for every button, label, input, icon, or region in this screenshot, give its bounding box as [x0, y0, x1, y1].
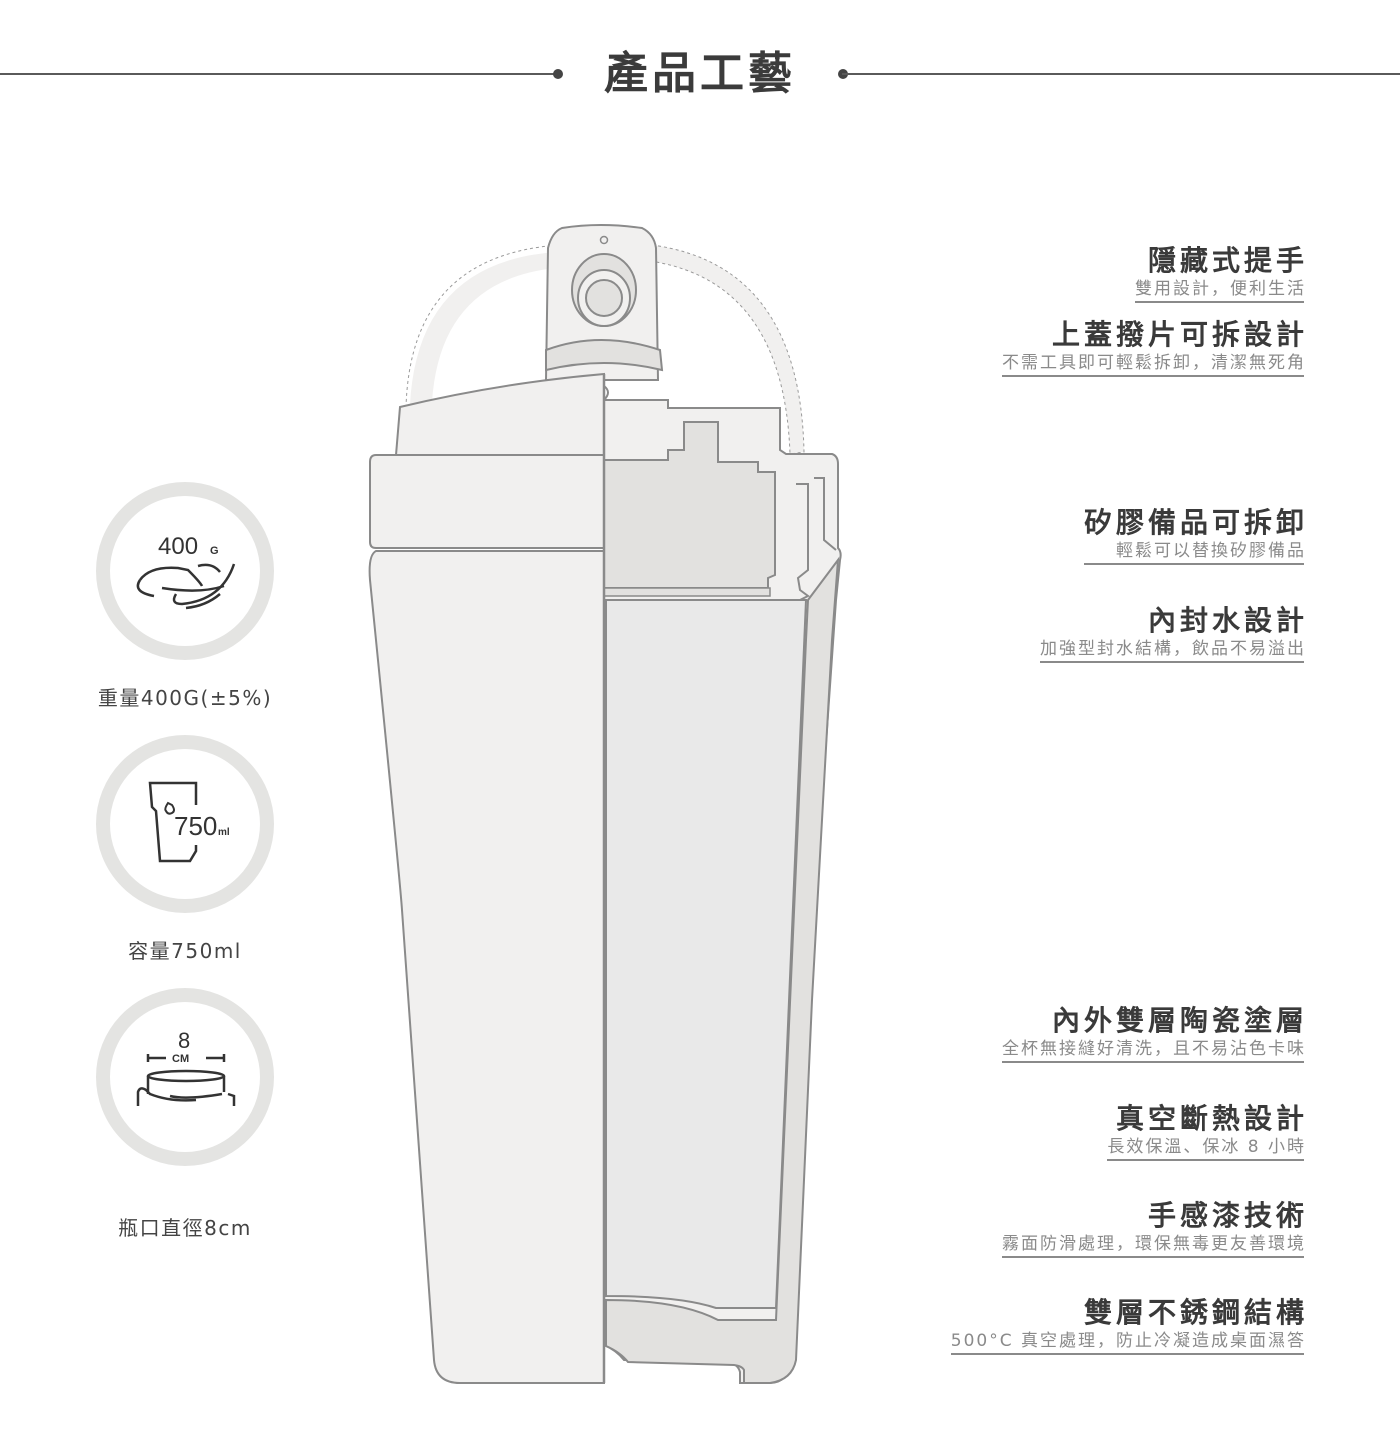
spec-mouth-diameter: 8 CM 瓶口直徑8cm	[80, 988, 290, 1241]
spec-ring: 8 CM	[96, 988, 274, 1166]
svg-text:400: 400	[158, 533, 198, 560]
feature-desc: 霧面防滑處理，環保無毒更友善環境	[1002, 1234, 1306, 1254]
feature-title: 矽膠備品可拆卸	[1083, 506, 1308, 539]
svg-text:8: 8	[178, 1028, 190, 1053]
feature-detachable-lid-tab: 上蓋撥片可拆設計 不需工具即可輕鬆拆卸，清潔無死角	[1002, 318, 1304, 377]
page-title: 產品工藝	[604, 48, 796, 99]
feature-desc: 加強型封水結構，飲品不易溢出	[1040, 639, 1306, 659]
spec-capacity: 750 ml 容量750ml	[80, 735, 290, 964]
feature-vacuum-insulation: 真空斷熱設計 長效保溫、保冰 8 小時	[1107, 1102, 1304, 1161]
feature-desc: 長效保溫、保冰 8 小時	[1107, 1137, 1306, 1157]
feature-soft-touch-paint: 手感漆技術 霧面防滑處理，環保無毒更友善環境	[1002, 1199, 1304, 1258]
svg-text:750: 750	[174, 811, 217, 841]
mouth-diameter-icon: 8 CM	[136, 1028, 236, 1106]
weight-feather-icon: 400 G	[136, 533, 236, 610]
feature-title: 手感漆技術	[1147, 1199, 1308, 1232]
feature-title: 內外雙層陶瓷塗層	[1051, 1004, 1308, 1037]
bottle-illustration	[368, 224, 842, 1384]
header-divider-right	[842, 73, 1400, 75]
svg-text:ml: ml	[218, 827, 230, 838]
header-dot-left	[553, 69, 563, 79]
feature-double-wall-steel: 雙層不銹鋼結構 500°C 真空處理，防止冷凝造成桌面濕答	[950, 1296, 1306, 1355]
feature-desc: 輕鬆可以替換矽膠備品	[1116, 541, 1306, 561]
feature-title: 上蓋撥片可拆設計	[1051, 318, 1308, 351]
feature-desc: 全杯無接縫好清洗，且不易沾色卡味	[1002, 1039, 1306, 1059]
feature-ceramic-coating: 內外雙層陶瓷塗層 全杯無接縫好清洗，且不易沾色卡味	[1002, 1004, 1304, 1063]
feature-title: 內封水設計	[1147, 604, 1308, 637]
feature-title: 雙層不銹鋼結構	[1083, 1296, 1308, 1329]
feature-inner-seal: 內封水設計 加強型封水結構，飲品不易溢出	[1040, 604, 1304, 663]
spec-label: 容量750ml	[128, 939, 242, 963]
spec-label: 重量400G(±5%)	[97, 686, 273, 710]
feature-desc: 不需工具即可輕鬆拆卸，清潔無死角	[1002, 353, 1306, 373]
feature-hidden-handle: 隱藏式提手 雙用設計，便利生活	[1135, 244, 1304, 303]
feature-desc: 500°C 真空處理，防止冷凝造成桌面濕答	[950, 1331, 1306, 1351]
spec-ring: 750 ml	[96, 735, 274, 913]
feature-removable-silicone: 矽膠備品可拆卸 輕鬆可以替換矽膠備品	[1083, 506, 1306, 565]
feature-desc: 雙用設計，便利生活	[1135, 279, 1306, 299]
cup-capacity-icon: 750 ml	[148, 781, 230, 863]
svg-text:G: G	[210, 545, 219, 557]
svg-text:CM: CM	[172, 1053, 189, 1065]
spec-weight: 400 G 重量400G(±5%)	[80, 482, 290, 711]
header-divider-left	[0, 73, 555, 75]
feature-title: 真空斷熱設計	[1115, 1102, 1308, 1135]
spec-label: 瓶口直徑8cm	[118, 1216, 252, 1240]
feature-title: 隱藏式提手	[1147, 244, 1308, 277]
bottle-cutaway-diagram	[360, 215, 850, 1394]
spec-ring: 400 G	[96, 482, 274, 660]
